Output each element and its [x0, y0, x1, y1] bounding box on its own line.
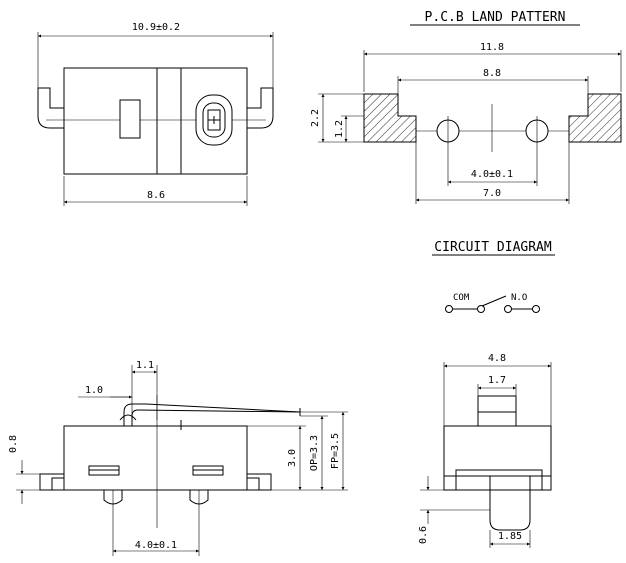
terminal-height-label: 0.8	[8, 435, 19, 453]
circuit-diagram-title: CIRCUIT DIAGRAM	[434, 240, 552, 255]
standoff-label: 0.6	[418, 526, 429, 544]
op-height-label: OP=3.3	[309, 435, 320, 471]
body-width-label: 8.6	[147, 190, 165, 201]
top-view: 10.9±0.2 8.6	[37, 22, 274, 206]
fp-height-label: FP=3.5	[330, 433, 341, 469]
com-label: COM	[453, 293, 470, 303]
left-pad	[363, 93, 417, 143]
end-plunger-width-label: 1.7	[488, 375, 506, 386]
pad-lower-height-label: 1.2	[334, 120, 345, 138]
pcb-land-pattern: P.C.B LAND PATTERN 11.8 8.8 2.2 1.2	[310, 10, 622, 204]
no-label: N.O	[511, 293, 527, 303]
body-height-label: 3.0	[287, 449, 298, 467]
pcb-land-pattern-title: P.C.B LAND PATTERN	[425, 10, 566, 25]
end-body-width-label: 4.8	[488, 353, 506, 364]
overall-width-label: 10.9±0.2	[132, 22, 180, 33]
plunger-width-label: 1.1	[136, 360, 154, 371]
end-view: 4.8 1.7 0.6 1.85	[418, 353, 552, 548]
pcb-outer-width-label: 11.8	[480, 42, 504, 53]
post-pitch-label: 4.0±0.1	[135, 540, 177, 551]
circuit-diagram: CIRCUIT DIAGRAM COM N.O	[432, 240, 555, 313]
pcb-pad-span-label: 8.8	[483, 68, 501, 79]
inner-span-label: 7.0	[483, 188, 501, 199]
plunger-offset-label: 1.0	[85, 385, 103, 396]
pad-height-label: 2.2	[310, 109, 321, 127]
right-pad	[568, 93, 622, 143]
hole-pitch-label: 4.0±0.1	[471, 169, 513, 180]
post-width-label: 1.85	[498, 531, 522, 542]
side-view: 1.1 1.0 0	[8, 360, 348, 556]
actuator-icon	[195, 94, 233, 146]
